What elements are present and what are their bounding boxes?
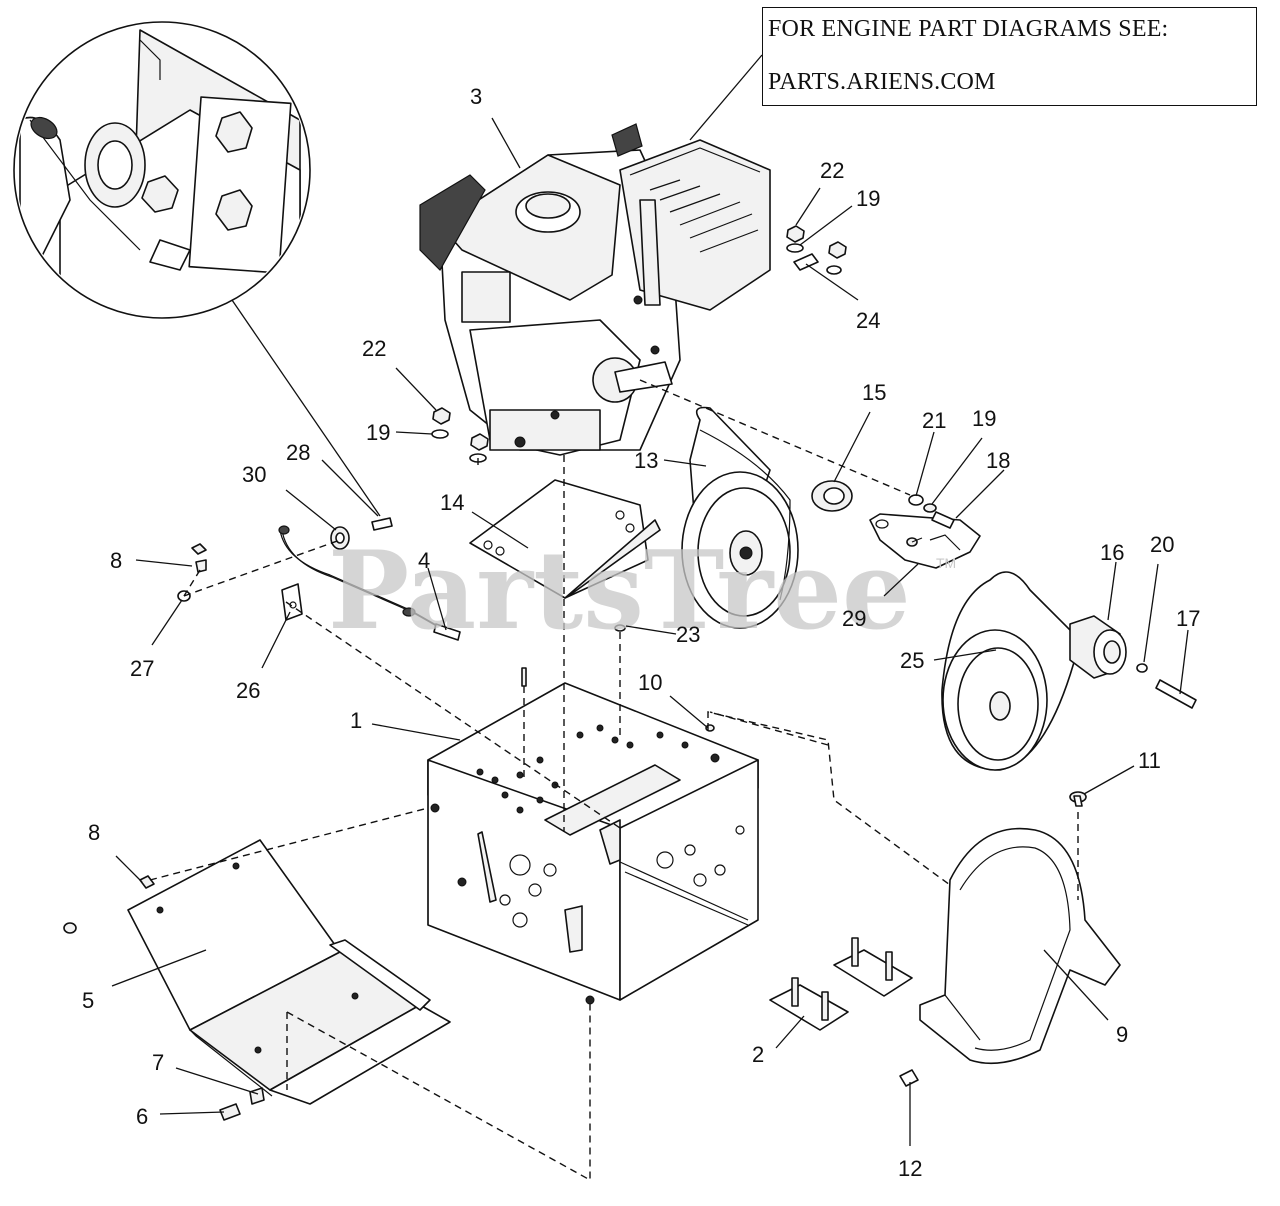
- callout-8-top: 8: [110, 548, 122, 573]
- idler-bracket: [869, 513, 981, 569]
- idler-hardware: [908, 494, 955, 529]
- callout-1: 1: [350, 708, 362, 733]
- misc-hardware: [521, 624, 1087, 1087]
- note-leader: [689, 54, 763, 141]
- note-line-1: FOR ENGINE PART DIAGRAMS SEE:: [768, 16, 1169, 42]
- callout-25: 25: [900, 648, 924, 673]
- callout-22-top: 22: [820, 158, 844, 183]
- callout-4: 4: [418, 548, 430, 573]
- note-line-2: PARTS.ARIENS.COM: [768, 69, 996, 95]
- engine-parts-note: FOR ENGINE PART DIAGRAMS SEE: PARTS.ARIE…: [762, 7, 1257, 106]
- callout-22-left: 22: [362, 336, 386, 361]
- bottom-cover: [127, 839, 451, 1121]
- callout-19-left: 19: [366, 420, 390, 445]
- callout-10: 10: [638, 670, 662, 695]
- callout-24: 24: [856, 308, 880, 333]
- leader-lines: [111, 117, 1189, 1146]
- callout-7: 7: [152, 1050, 164, 1075]
- callout-14: 14: [440, 490, 464, 515]
- callout-20: 20: [1150, 532, 1174, 557]
- belt-and-pulley: [681, 406, 799, 629]
- callout-16: 16: [1100, 540, 1124, 565]
- callout-23: 23: [676, 622, 700, 647]
- watermark: PartsTree TM: [328, 528, 956, 654]
- assembly-lines: [149, 379, 1079, 1182]
- callout-8-bottom: 8: [88, 820, 100, 845]
- drive-belt: [941, 571, 1081, 771]
- callout-11: 11: [1138, 748, 1161, 773]
- spacer-pulley: [811, 480, 853, 512]
- detail-inset: [13, 21, 381, 517]
- callout-17: 17: [1176, 606, 1200, 631]
- callout-29: 29: [842, 606, 866, 631]
- callout-13: 13: [634, 448, 658, 473]
- callout-6: 6: [136, 1104, 148, 1129]
- callout-19-right: 19: [972, 406, 996, 431]
- engine: [419, 123, 771, 456]
- cable-assembly: [278, 517, 461, 641]
- engine-plate: [469, 479, 661, 599]
- mounting-brackets: [769, 937, 913, 1031]
- callout-21: 21: [922, 408, 946, 433]
- callout-3: 3: [470, 84, 482, 109]
- callout-15: 15: [862, 380, 886, 405]
- callout-12: 12: [898, 1156, 922, 1181]
- callout-5: 5: [82, 988, 94, 1013]
- belt-guard: [919, 827, 1121, 1065]
- callout-18: 18: [986, 448, 1010, 473]
- callout-9: 9: [1116, 1022, 1128, 1047]
- callout-19-top: 19: [856, 186, 880, 211]
- left-hardware: [63, 543, 207, 934]
- watermark-text: PartsTree: [328, 528, 911, 654]
- engine-hardware: [431, 225, 847, 463]
- callout-2: 2: [752, 1042, 764, 1067]
- frame: [427, 682, 759, 1005]
- callout-labels: 3 22 19 24 22 19 15 21 19 18 13 14 30 28…: [82, 84, 1200, 1181]
- callout-28: 28: [286, 440, 310, 465]
- watermark-trademark: TM: [936, 555, 956, 571]
- callout-27: 27: [130, 656, 154, 681]
- callout-30: 30: [242, 462, 266, 487]
- drive-pulley: [1069, 615, 1197, 709]
- callout-26: 26: [236, 678, 260, 703]
